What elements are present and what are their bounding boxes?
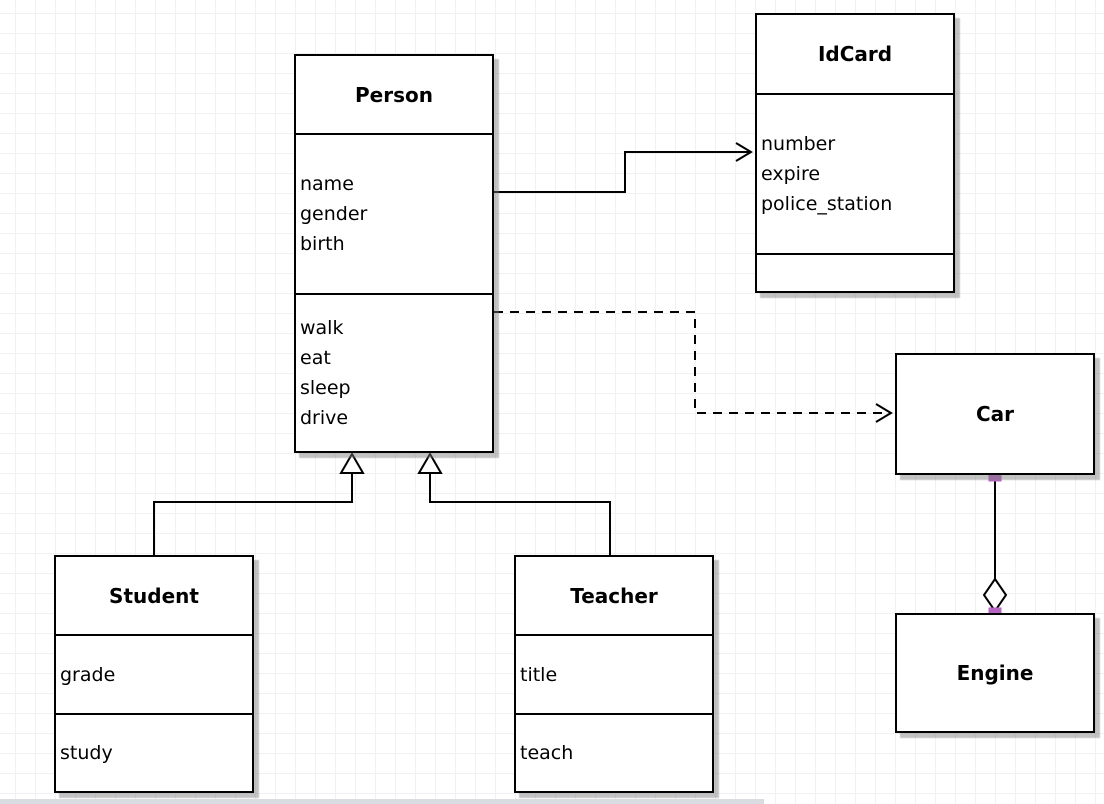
canvas-edge-strip — [0, 799, 764, 804]
method-label: eat — [300, 347, 331, 369]
class-teacher-attributes: title — [516, 634, 712, 713]
inheritance-triangle-icon — [339, 452, 365, 474]
method-label: drive — [300, 407, 349, 429]
attribute-label: birth — [300, 233, 345, 255]
class-idcard-title: IdCard — [817, 42, 893, 66]
class-teacher-title: Teacher — [570, 583, 658, 608]
association-person-idcard[interactable] — [494, 142, 753, 193]
class-person-attributes: name gender birth — [296, 133, 492, 293]
class-idcard-methods — [757, 253, 953, 291]
attribute-label: expire — [761, 163, 821, 185]
attribute-label: title — [520, 663, 558, 686]
method-label: walk — [300, 317, 344, 339]
generalization-teacher-person[interactable] — [417, 452, 611, 555]
class-person-title: Person — [355, 82, 433, 107]
class-teacher-methods: teach — [516, 713, 712, 791]
class-car[interactable]: Car — [895, 353, 1095, 475]
generalization-student-person[interactable] — [153, 452, 365, 555]
aggregation-car-engine[interactable] — [982, 468, 1008, 621]
attribute-label: gender — [300, 203, 368, 225]
attribute-label: police_station — [761, 193, 893, 215]
inheritance-triangle-icon — [417, 452, 443, 474]
class-car-title: Car — [975, 402, 1015, 426]
class-student-methods: study — [56, 713, 252, 791]
class-idcard-attributes: number expire police_station — [757, 93, 953, 253]
class-engine-title: Engine — [956, 661, 1034, 685]
class-student-attributes: grade — [56, 634, 252, 713]
class-teacher[interactable]: Teacher title teach — [514, 555, 714, 793]
class-student[interactable]: Student grade study — [54, 555, 254, 793]
open-arrowhead-icon — [735, 142, 753, 162]
method-label: study — [60, 742, 113, 764]
dependency-person-car[interactable] — [494, 311, 893, 423]
method-label: teach — [520, 742, 574, 764]
attribute-label: grade — [60, 663, 116, 686]
attribute-label: number — [761, 133, 836, 155]
class-student-title: Student — [109, 583, 199, 608]
class-engine[interactable]: Engine — [895, 613, 1095, 733]
attribute-label: name — [300, 173, 354, 195]
method-label: sleep — [300, 377, 351, 399]
open-arrowhead-icon — [875, 403, 893, 423]
class-person-methods: walk eat sleep drive — [296, 293, 492, 451]
class-idcard[interactable]: IdCard number expire police_station — [755, 13, 955, 293]
aggregation-diamond-icon — [982, 577, 1008, 613]
class-person[interactable]: Person name gender birth walk eat sleep … — [294, 54, 494, 453]
